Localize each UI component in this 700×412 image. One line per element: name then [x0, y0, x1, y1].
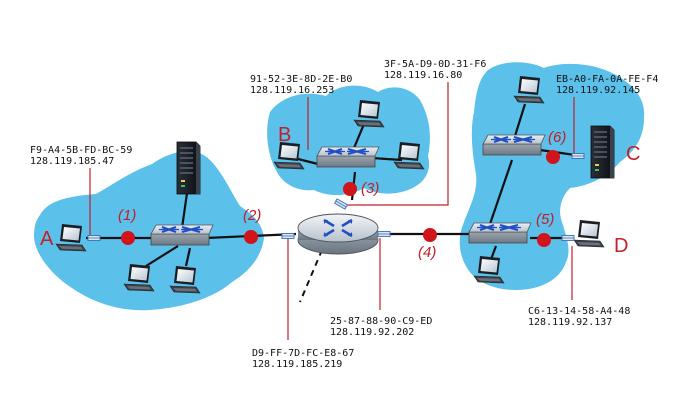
server-c[interactable]	[590, 125, 615, 179]
address-host-a: F9-A4-5B-FD-BC-59 128.119.185.47	[30, 145, 132, 167]
interface-label-5: (5)	[536, 211, 554, 228]
port-host-a	[87, 235, 101, 241]
address-host-b: 91-52-3E-8D-2E-B0 128.119.16.253	[250, 74, 352, 96]
mac-router-left: D9-FF-7D-FC-E8-67	[252, 348, 354, 359]
address-router-top: 3F-5A-D9-0D-31-F6 128.119.16.80	[384, 59, 486, 81]
subnet-left-cloud	[34, 151, 264, 311]
switch-left[interactable]	[149, 223, 215, 247]
mac-host-b: 91-52-3E-8D-2E-B0	[250, 74, 352, 85]
server-top-left[interactable]	[176, 141, 201, 195]
leader-lines	[89, 82, 575, 340]
interface-dot-5	[537, 233, 551, 247]
host-label-a: A	[40, 228, 54, 250]
interface-dot-6	[546, 150, 560, 164]
ip-router-left: 128.119.185.219	[252, 359, 342, 370]
address-host-c: EB-A0-FA-0A-FE-F4 128.119.92.145	[556, 74, 658, 96]
interface-dot-4	[423, 228, 437, 242]
host-label-b: B	[278, 124, 291, 146]
interface-label-4: (4)	[418, 244, 436, 261]
interface-label-6: (6)	[548, 129, 566, 146]
interface-label-3: (3)	[361, 180, 379, 197]
address-router-left: D9-FF-7D-FC-E8-67 128.119.185.219	[252, 348, 354, 370]
interface-dot-2	[244, 230, 258, 244]
interface-label-2: (2)	[243, 207, 261, 224]
port-router-left	[281, 233, 295, 239]
ip-host-c: 128.119.92.145	[556, 85, 640, 96]
port-host-d	[561, 235, 575, 241]
mac-host-d: C6-13-14-58-A4-48	[528, 306, 630, 317]
mac-host-c: EB-A0-FA-0A-FE-F4	[556, 74, 658, 85]
ip-host-a: 128.119.185.47	[30, 156, 114, 167]
interface-dot-1	[121, 231, 135, 245]
ip-router-right: 128.119.92.202	[330, 327, 414, 338]
address-host-d: C6-13-14-58-A4-48 128.119.92.137	[528, 306, 630, 328]
mac-host-a: F9-A4-5B-FD-BC-59	[30, 145, 132, 156]
host-label-c: C	[626, 143, 640, 165]
computer-host-d[interactable]	[573, 219, 605, 248]
ip-router-top: 128.119.16.80	[384, 70, 462, 81]
mac-router-top: 3F-5A-D9-0D-31-F6	[384, 59, 486, 70]
router[interactable]	[297, 213, 379, 255]
switch-top[interactable]	[315, 145, 381, 169]
ip-host-d: 128.119.92.137	[528, 317, 612, 328]
port-router-right	[377, 231, 391, 237]
switch-right-top[interactable]	[481, 133, 547, 157]
port-host-c	[571, 153, 585, 159]
interface-dot-3	[343, 182, 357, 196]
interface-dots	[121, 150, 560, 247]
port-router-top	[334, 198, 348, 210]
mac-router-right: 25-87-88-90-C9-ED	[330, 316, 432, 327]
address-router-right: 25-87-88-90-C9-ED 128.119.92.202	[330, 316, 432, 338]
host-label-d: D	[614, 235, 628, 257]
ip-host-b: 128.119.16.253	[250, 85, 334, 96]
switch-right-bottom[interactable]	[467, 221, 533, 245]
interface-label-1: (1)	[118, 207, 136, 224]
subnet-top-cloud	[267, 85, 430, 196]
link-continuation	[299, 249, 323, 303]
